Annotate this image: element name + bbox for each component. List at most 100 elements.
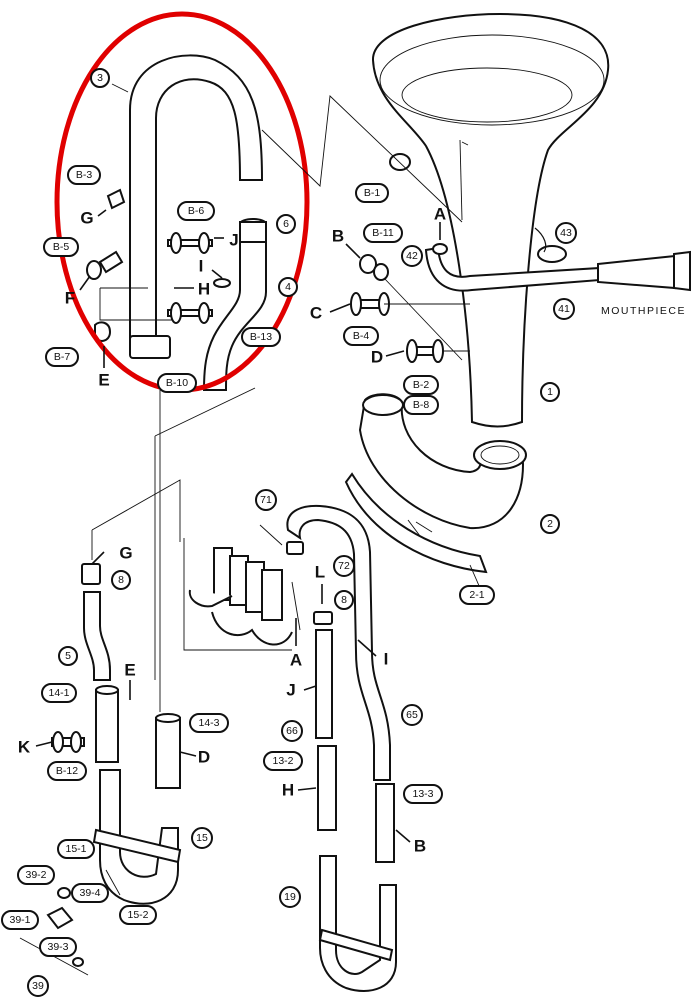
- letter-C-upper: C: [310, 304, 322, 323]
- svg-text:B-6: B-6: [188, 205, 205, 217]
- callout-8-left: 8: [111, 570, 131, 590]
- callout-B-3: B-3: [67, 165, 101, 185]
- callout-39-3: 39-3: [39, 937, 77, 957]
- bottom-bow: [344, 393, 527, 574]
- letter-F-upper: F: [65, 289, 75, 308]
- svg-text:39-4: 39-4: [79, 887, 100, 899]
- svg-text:B-11: B-11: [372, 227, 394, 239]
- connection-letters: G J I H F E A B C D G E K D A L I J H B: [18, 205, 446, 856]
- callout-B-10: B-10: [157, 373, 197, 393]
- callout-71: 71: [255, 489, 277, 511]
- callout-14-3: 14-3: [189, 713, 229, 733]
- svg-text:6: 6: [283, 218, 289, 230]
- callout-65: 65: [401, 704, 423, 726]
- svg-text:4: 4: [285, 281, 291, 293]
- svg-text:2-1: 2-1: [469, 589, 484, 601]
- callout-15-1: 15-1: [57, 839, 95, 859]
- tuning-slide-assembly: [99, 54, 267, 391]
- letter-D-upper: D: [371, 348, 383, 367]
- svg-text:42: 42: [406, 250, 418, 262]
- svg-text:66: 66: [286, 725, 298, 737]
- callout-39-4: 39-4: [71, 883, 109, 903]
- svg-text:8: 8: [341, 594, 347, 606]
- callout-B-4: B-4: [343, 326, 379, 346]
- svg-text:39-1: 39-1: [9, 914, 30, 926]
- callout-8-right: 8: [334, 590, 354, 610]
- callout-41: 41: [553, 298, 575, 320]
- svg-text:B-3: B-3: [76, 169, 93, 181]
- callout-15: 15: [191, 827, 213, 849]
- svg-text:B-7: B-7: [54, 351, 71, 363]
- svg-text:43: 43: [560, 227, 572, 239]
- callout-4: 4: [278, 277, 298, 297]
- callout-13-2: 13-2: [263, 751, 303, 771]
- svg-text:13-3: 13-3: [412, 788, 433, 800]
- callout-2-1: 2-1: [459, 585, 495, 605]
- callout-1: 1: [540, 382, 560, 402]
- callout-39: 39: [27, 975, 49, 997]
- svg-text:14-1: 14-1: [48, 687, 69, 699]
- letter-A-lower: A: [290, 651, 302, 670]
- svg-text:B-1: B-1: [364, 187, 381, 199]
- letter-H-upper: H: [198, 280, 210, 299]
- letter-B-upper: B: [332, 227, 344, 246]
- letter-I-lower: I: [384, 650, 389, 669]
- letter-I-upper: I: [199, 257, 204, 276]
- left-assembly: [81, 563, 182, 905]
- svg-text:13-2: 13-2: [272, 755, 293, 767]
- callout-B-5: B-5: [43, 237, 79, 257]
- svg-text:B-8: B-8: [413, 399, 430, 411]
- callout-B-1: B-1: [355, 183, 389, 203]
- svg-text:8: 8: [118, 574, 124, 586]
- valve-caps-right: [350, 153, 444, 363]
- callout-5: 5: [58, 646, 78, 666]
- svg-text:71: 71: [260, 494, 272, 506]
- valve-caps-upper: [86, 188, 231, 342]
- svg-text:65: 65: [406, 709, 418, 721]
- letter-J-upper: J: [229, 231, 238, 250]
- letter-J-lower: J: [286, 681, 295, 700]
- callout-2: 2: [540, 514, 560, 534]
- svg-text:15-1: 15-1: [65, 843, 86, 855]
- svg-text:B-12: B-12: [56, 765, 78, 777]
- svg-text:3: 3: [97, 72, 103, 84]
- callout-B-11: B-11: [363, 223, 403, 243]
- callout-39-1: 39-1: [1, 910, 39, 930]
- callout-B-7: B-7: [45, 347, 79, 367]
- tube-71-65: [286, 504, 391, 781]
- bell-section: [371, 12, 610, 428]
- letter-E-upper: E: [98, 371, 109, 390]
- svg-text:39-2: 39-2: [25, 869, 46, 881]
- callout-B-2: B-2: [403, 375, 439, 395]
- letter-G-lower: G: [119, 544, 132, 563]
- leadpipe: [424, 227, 691, 292]
- callout-19: 19: [279, 886, 301, 908]
- tube-66: [313, 611, 337, 831]
- callout-B-8: B-8: [403, 395, 439, 415]
- callout-72: 72: [333, 555, 355, 577]
- letter-G-upper: G: [80, 209, 93, 228]
- svg-text:B-2: B-2: [413, 379, 430, 391]
- svg-text:B-5: B-5: [53, 241, 70, 253]
- callout-14-1: 14-1: [41, 683, 77, 703]
- letter-K-lower: K: [18, 738, 31, 757]
- svg-text:41: 41: [558, 303, 570, 315]
- svg-text:15: 15: [196, 832, 208, 844]
- svg-text:B-10: B-10: [166, 377, 188, 389]
- svg-text:39-3: 39-3: [47, 941, 68, 953]
- callout-3: 3: [90, 68, 110, 88]
- callout-42: 42: [401, 245, 423, 267]
- letter-E-lower: E: [124, 661, 135, 680]
- bow-19: [318, 783, 397, 992]
- callout-13-3: 13-3: [403, 784, 443, 804]
- mouthpiece-label: MOUTHPIECE: [601, 305, 686, 317]
- svg-text:72: 72: [338, 560, 350, 572]
- svg-text:1: 1: [547, 386, 553, 398]
- svg-text:B-4: B-4: [353, 330, 370, 342]
- svg-text:39: 39: [32, 980, 44, 992]
- svg-text:2: 2: [547, 518, 553, 530]
- callout-15-2: 15-2: [119, 905, 157, 925]
- letter-L-lower: L: [315, 563, 325, 582]
- letter-D-lower: D: [198, 748, 210, 767]
